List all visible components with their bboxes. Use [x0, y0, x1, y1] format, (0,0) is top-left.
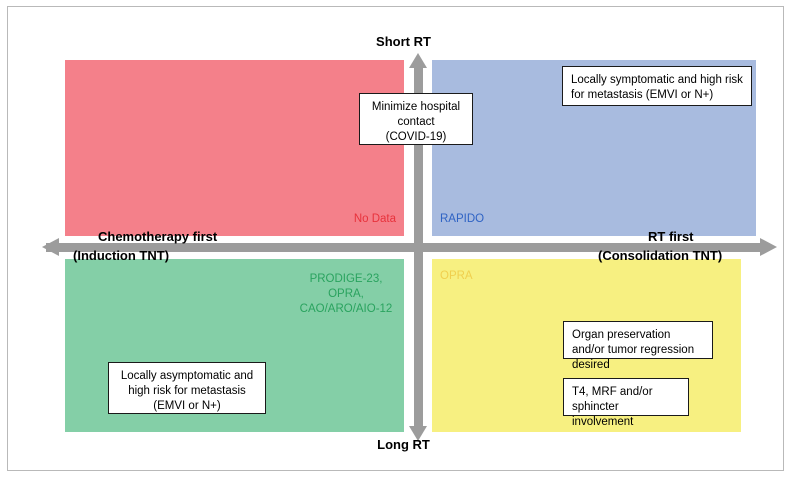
axis-label-chemotherapy-first: Chemotherapy first: [98, 229, 218, 244]
callout-locally-symptomatic: Locally symptomatic and high risk for me…: [562, 66, 752, 106]
vertical-axis-line: [414, 65, 423, 429]
trial-label-no-data: No Data: [353, 213, 396, 225]
trial-label-opra: OPRA: [440, 270, 473, 282]
axis-label-consolidation-tnt: (Consolidation TNT): [598, 248, 723, 263]
callout-minimize-hospital-contact: Minimize hospital contact (COVID-19): [359, 93, 473, 145]
vertical-axis-up-arrow-icon: [409, 53, 427, 68]
diagram-frame: Short RT Long RT Chemotherapy first (Ind…: [7, 6, 784, 471]
callout-locally-asymptomatic: Locally asymptomatic and high risk for m…: [108, 362, 266, 414]
callout-t4-mrf-sphincter: T4, MRF and/or sphincter involvement: [563, 378, 689, 428]
quadrant-short-rt-chemo-first: [65, 60, 404, 236]
callout-organ-preservation: Organ preservation and/or tumor regressi…: [563, 321, 713, 371]
trial-label-prodige-opra-cao: PRODIGE-23, OPRA, CAO/ARO/AIO-12: [299, 273, 393, 316]
trial-label-rapido: RAPIDO: [440, 213, 485, 225]
horizontal-axis-right-arrow-icon: [760, 238, 777, 256]
axis-label-induction-tnt: (Induction TNT): [73, 248, 170, 263]
axis-label-rt-first: RT first: [648, 229, 694, 244]
horizontal-axis-line: [46, 243, 766, 252]
vertical-axis-down-arrow-icon: [409, 426, 427, 441]
axis-label-short-rt: Short RT: [376, 34, 431, 49]
axis-label-long-rt: Long RT: [377, 437, 430, 452]
horizontal-axis-left-arrow-icon: [42, 238, 59, 256]
